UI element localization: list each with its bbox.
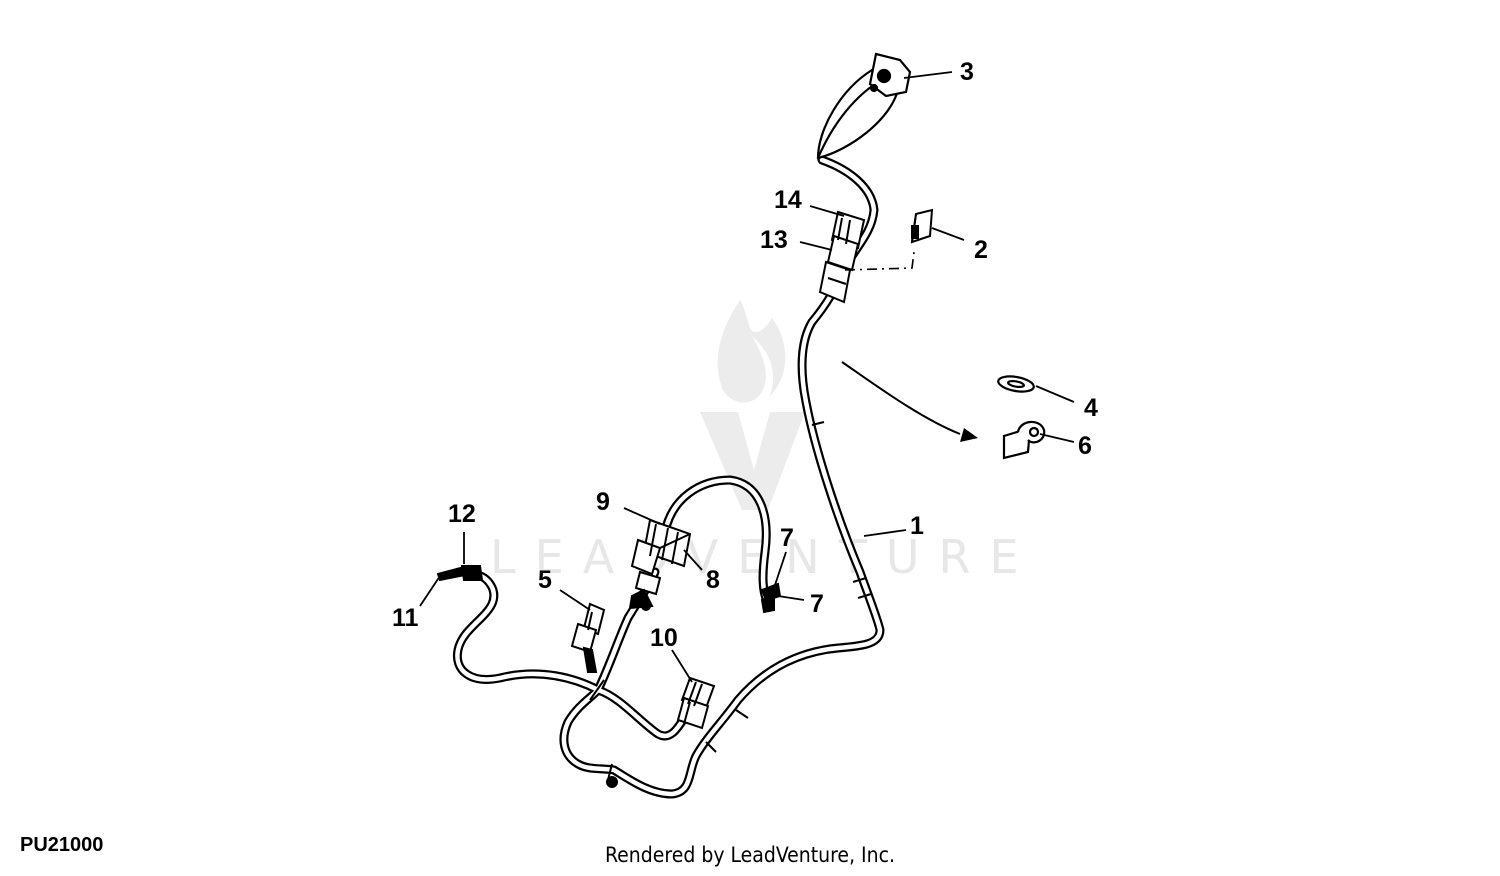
connector-2	[910, 208, 934, 244]
terminals-7	[760, 582, 782, 614]
connector-10	[676, 676, 716, 730]
callout-3: 3	[960, 58, 974, 86]
watermark-logo	[700, 300, 805, 510]
figure-code: PU21000	[20, 834, 104, 856]
terminals-11-12	[436, 564, 484, 582]
callout-13: 13	[760, 226, 788, 254]
cable-ties	[606, 601, 651, 788]
connector-13-14	[818, 210, 866, 304]
callout-11: 11	[392, 604, 419, 632]
main-harness-cable-core	[455, 157, 883, 797]
clip-6	[1002, 420, 1046, 460]
callout-5: 5	[538, 566, 552, 594]
callout-2: 2	[974, 236, 988, 264]
main-harness-cable	[452, 155, 885, 799]
render-credit: Rendered by LeadVenture, Inc.	[605, 843, 895, 867]
callout-7-top: 7	[780, 524, 794, 552]
callout-6: 6	[1078, 432, 1092, 460]
leader-lines	[419, 71, 1075, 683]
callout-9: 9	[596, 488, 610, 516]
dash-dot-line-2	[844, 251, 915, 271]
callout-4: 4	[1084, 394, 1098, 422]
callout-1: 1	[910, 512, 924, 540]
lamp-assembly	[816, 52, 912, 160]
callout-14: 14	[774, 186, 802, 214]
arrow-to-clip	[841, 361, 961, 435]
connector-block-8-9	[628, 518, 692, 610]
callout-7-bottom: 7	[810, 590, 824, 618]
fuse-holder-5	[570, 602, 606, 673]
callout-12: 12	[448, 500, 476, 528]
washer-4	[997, 375, 1035, 393]
arrow-head	[960, 428, 978, 442]
watermark-text: LEADVENTURE	[490, 530, 1038, 584]
callout-10: 10	[650, 624, 678, 652]
callout-8: 8	[706, 566, 720, 594]
